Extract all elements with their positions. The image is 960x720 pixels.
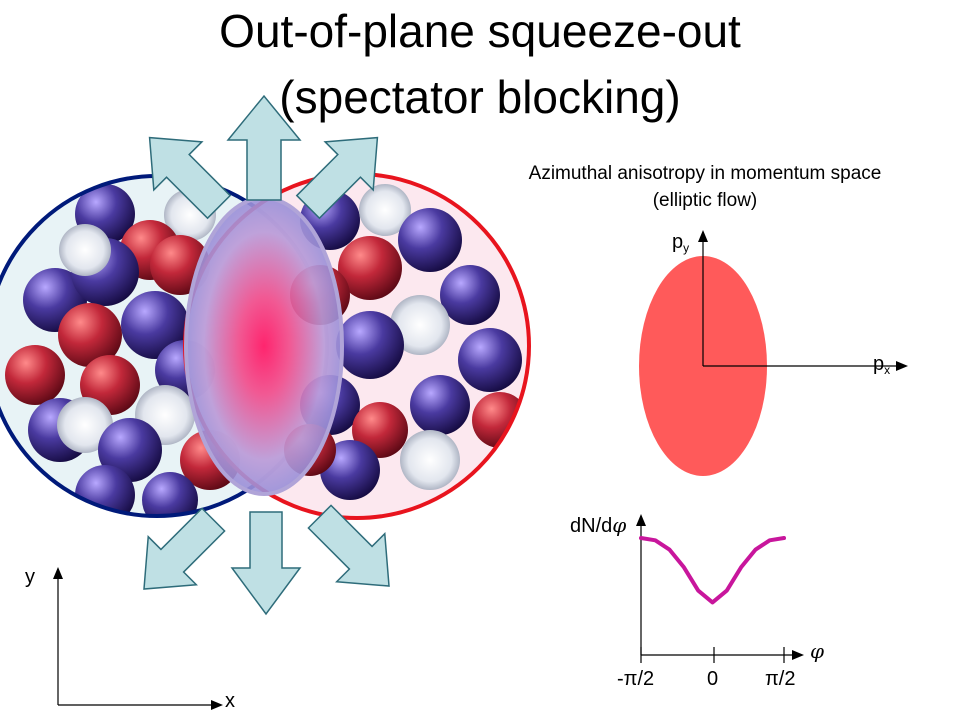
xy-coordinate-axes xyxy=(53,567,223,710)
y-axis-label: y xyxy=(25,566,35,588)
momentum-axes xyxy=(698,230,908,371)
arrow-down xyxy=(230,511,302,616)
dist-curve-group xyxy=(639,536,786,605)
dist-curve-line xyxy=(639,536,786,605)
slide-title-line2: (spectator blocking) xyxy=(279,71,681,123)
arrow-up-right xyxy=(295,136,379,220)
arrow-up xyxy=(226,94,302,201)
emission-arrows xyxy=(143,94,390,616)
arrow-down-right xyxy=(307,504,390,587)
caption-line1: Azimuthal anisotropy in momentum space xyxy=(528,163,882,184)
tick-pi2-label: π/2 xyxy=(765,668,796,690)
caption-line2: (elliptic flow) xyxy=(652,190,758,211)
tick-zero-label: 0 xyxy=(707,668,719,690)
dist-ylabel: dN/dφ xyxy=(570,513,627,537)
dist-xlabel: φ xyxy=(810,639,825,663)
x-axis-label: x xyxy=(225,690,235,712)
py-axis-label: py xyxy=(672,231,690,255)
arrow-down-left xyxy=(143,507,226,590)
arrow-up-left xyxy=(148,136,232,220)
dist-plot-axes xyxy=(636,514,804,663)
slide-title-line1: Out-of-plane squeeze-out xyxy=(219,5,741,57)
tick-neg-pi2-label: -π/2 xyxy=(617,668,655,690)
overlap-fireball xyxy=(184,196,344,496)
left-nucleus xyxy=(0,174,329,518)
px-axis-label: px xyxy=(873,353,891,377)
